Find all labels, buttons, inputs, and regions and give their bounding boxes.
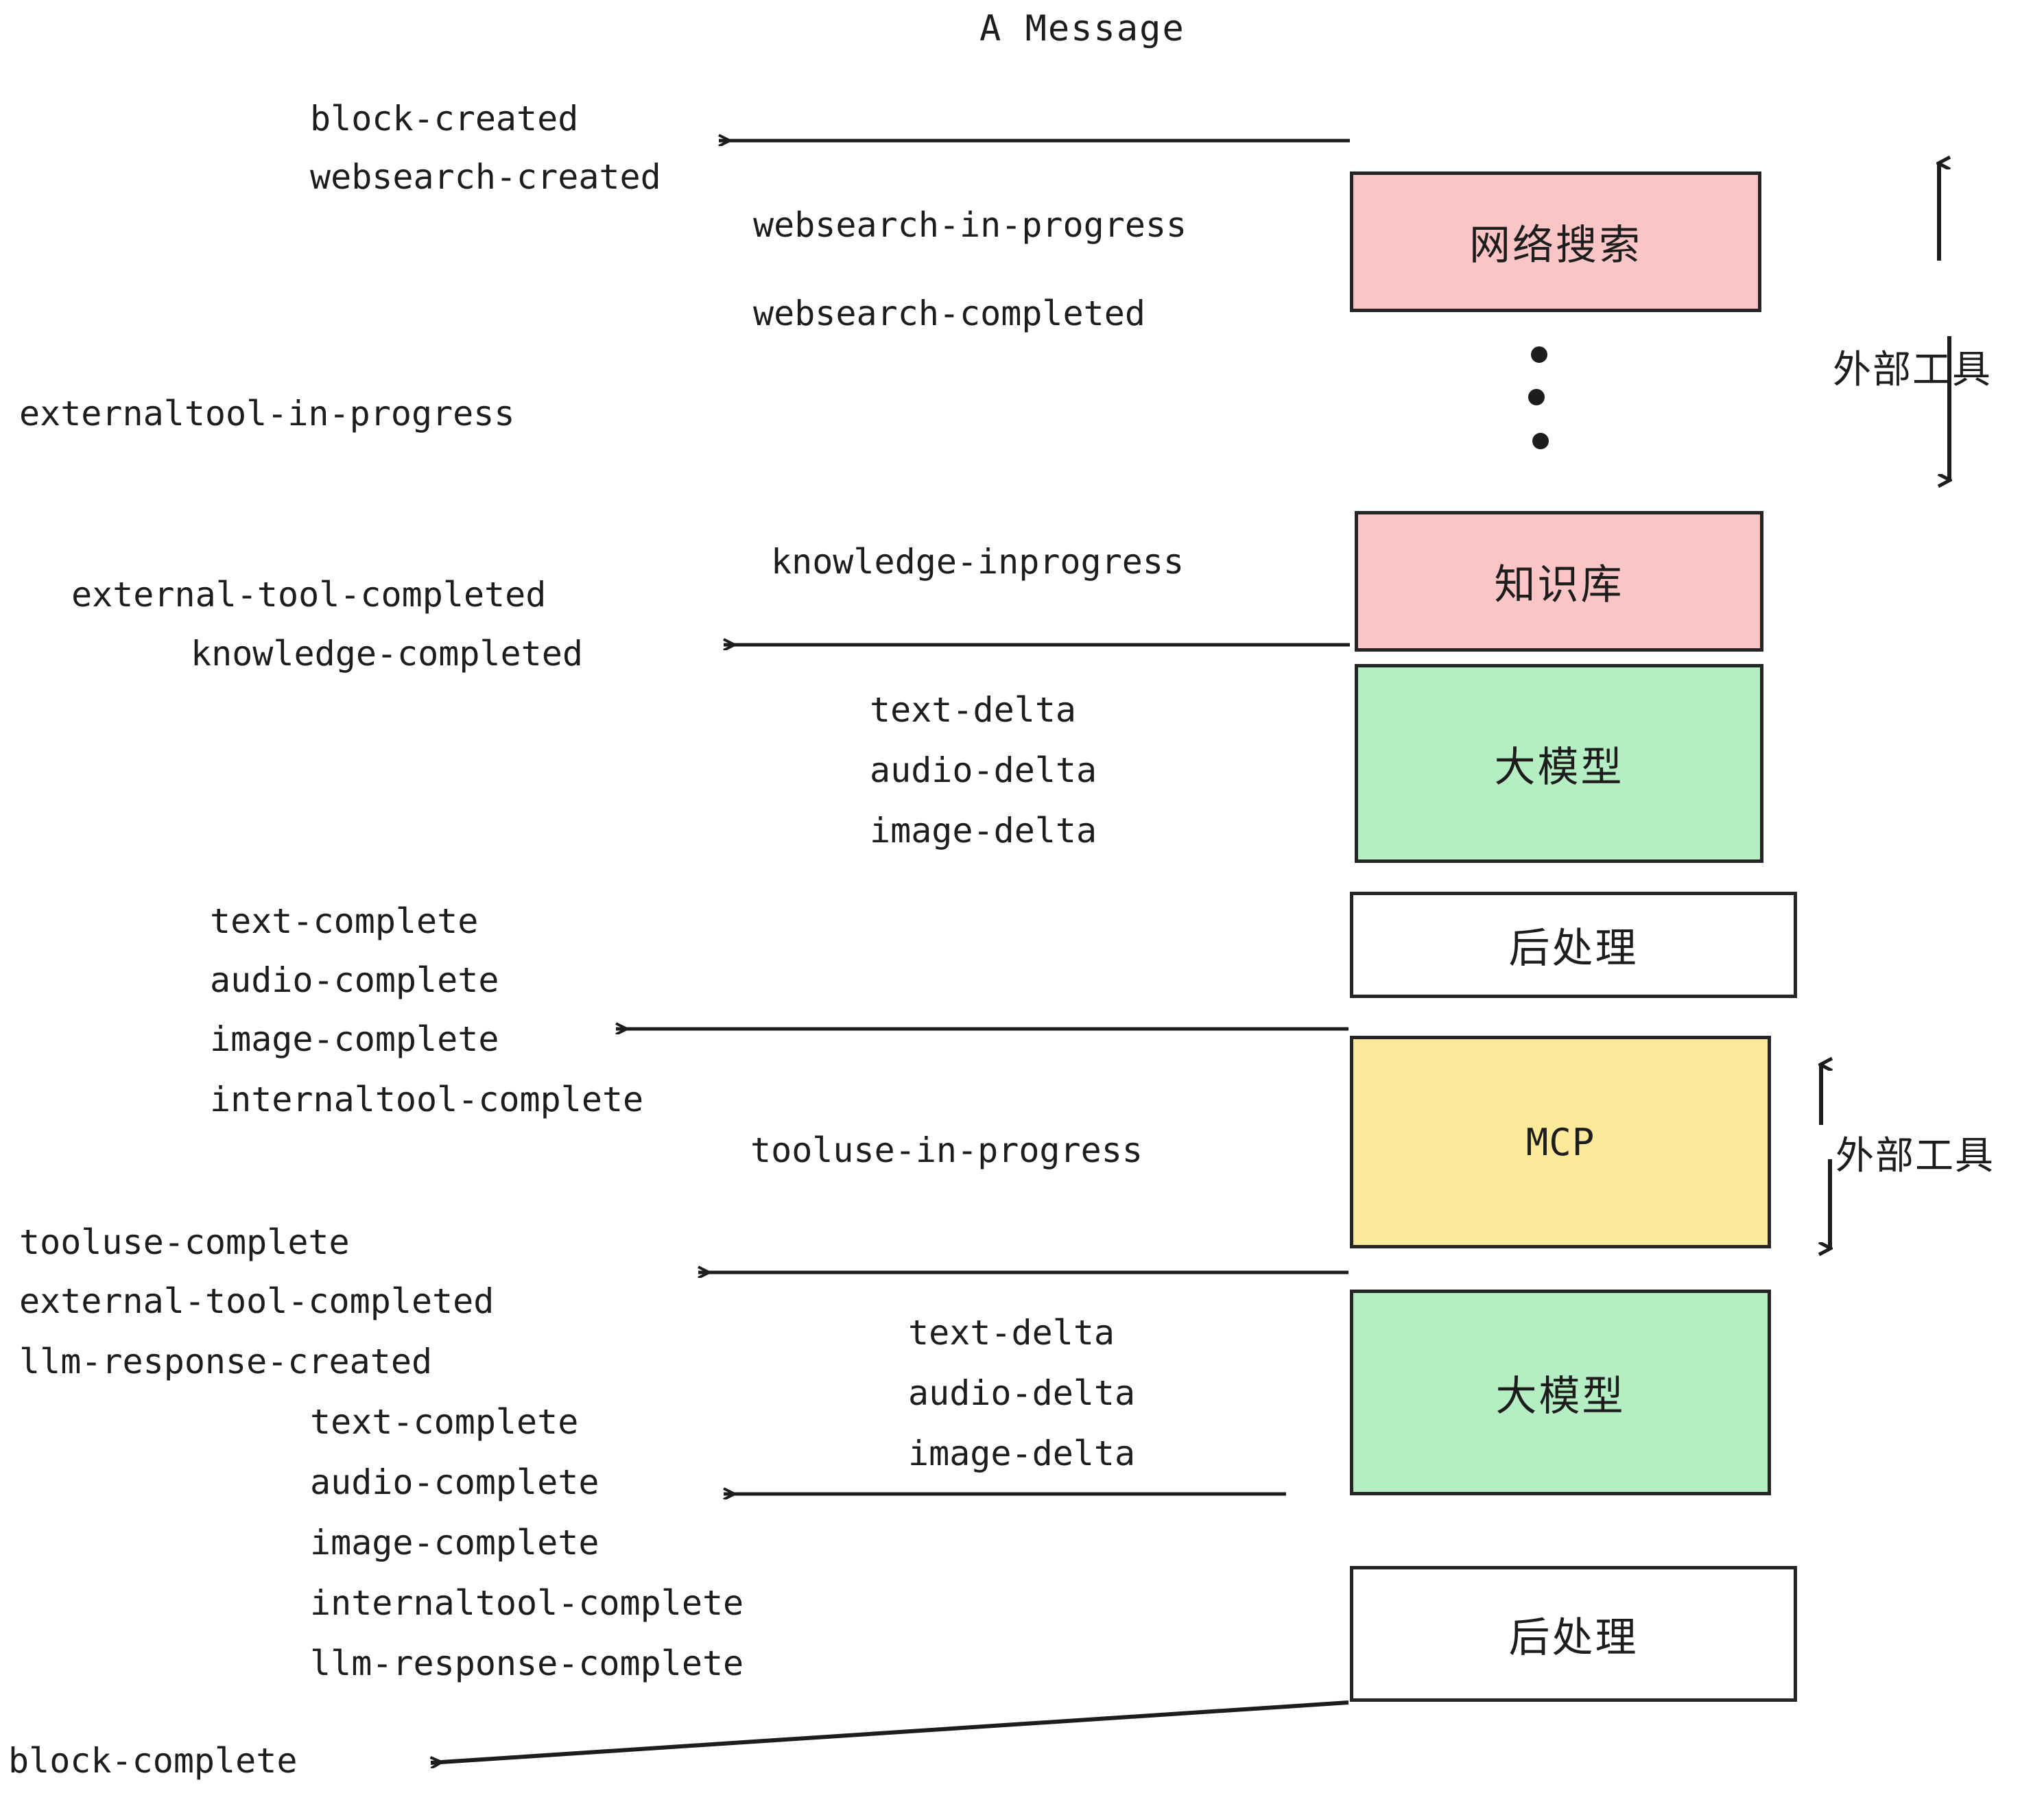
event-internaltool-complete-1: internaltool-complete — [210, 1080, 644, 1119]
event-text-delta-1: text-delta — [870, 690, 1077, 730]
event-image-complete-1: image-complete — [210, 1019, 499, 1059]
box-postprocess-top[interactable]: 后处理 — [1350, 892, 1797, 998]
event-knowledge-completed: knowledge-completed — [191, 634, 583, 674]
external-tools-bottom-arrow — [1821, 1065, 1830, 1248]
event-websearch-completed: websearch-completed — [753, 294, 1145, 333]
arrow-block-complete — [431, 1700, 1349, 1763]
box-knowledgebase[interactable]: 知识库 — [1355, 511, 1763, 652]
box-postprocess-top-label: 后处理 — [1508, 925, 1639, 973]
event-image-complete-2: image-complete — [310, 1523, 599, 1563]
event-block-created: block-created — [310, 99, 579, 139]
side-label-external-tools-top: 外部工具 — [1833, 348, 1992, 392]
event-audio-delta-1: audio-delta — [870, 750, 1097, 790]
box-llm-top-label: 大模型 — [1494, 743, 1624, 792]
event-image-delta-1: image-delta — [870, 811, 1097, 851]
event-external-tool-completed-2: external-tool-completed — [19, 1281, 495, 1321]
side-label-external-tools-bottom: 外部工具 — [1835, 1134, 1995, 1178]
box-knowledgebase-label: 知识库 — [1494, 561, 1624, 609]
event-websearch-created: websearch-created — [310, 157, 661, 197]
event-text-complete-2: text-complete — [310, 1402, 579, 1442]
box-mcp-label: MCP — [1525, 1120, 1595, 1164]
event-tooluse-in-progress: tooluse-in-progress — [750, 1130, 1143, 1170]
event-websearch-in-progress: websearch-in-progress — [753, 205, 1187, 245]
event-image-delta-2: image-delta — [908, 1434, 1136, 1473]
box-mcp[interactable]: MCP — [1350, 1036, 1771, 1248]
event-audio-complete-1: audio-complete — [210, 960, 499, 1000]
event-internaltool-complete-2: internaltool-complete — [310, 1583, 744, 1623]
ellipsis-icon — [1521, 346, 1562, 456]
event-llm-response-created: llm-response-created — [19, 1342, 433, 1381]
box-llm-bottom[interactable]: 大模型 — [1350, 1290, 1771, 1495]
event-audio-complete-2: audio-complete — [310, 1462, 599, 1502]
box-llm-bottom-label: 大模型 — [1495, 1372, 1626, 1421]
event-block-complete: block-complete — [8, 1741, 298, 1781]
event-text-complete-1: text-complete — [210, 901, 479, 941]
box-postprocess-bottom[interactable]: 后处理 — [1350, 1566, 1797, 1702]
event-llm-response-complete: llm-response-complete — [310, 1643, 744, 1683]
box-llm-top[interactable]: 大模型 — [1355, 664, 1763, 863]
diagram-title: A Message — [979, 8, 1185, 49]
external-tools-top-arrow — [1939, 163, 1949, 480]
box-postprocess-bottom-label: 后处理 — [1508, 1613, 1639, 1662]
event-audio-delta-2: audio-delta — [908, 1373, 1136, 1413]
box-websearch-label: 网络搜索 — [1469, 222, 1642, 270]
event-tooluse-complete: tooluse-complete — [19, 1222, 350, 1262]
event-knowledge-inprogress: knowledge-inprogress — [771, 542, 1185, 582]
event-text-delta-2: text-delta — [908, 1313, 1115, 1353]
event-externaltool-in-progress: externaltool-in-progress — [19, 394, 515, 434]
event-external-tool-completed-1: external-tool-completed — [71, 575, 547, 615]
box-websearch[interactable]: 网络搜索 — [1350, 171, 1761, 312]
